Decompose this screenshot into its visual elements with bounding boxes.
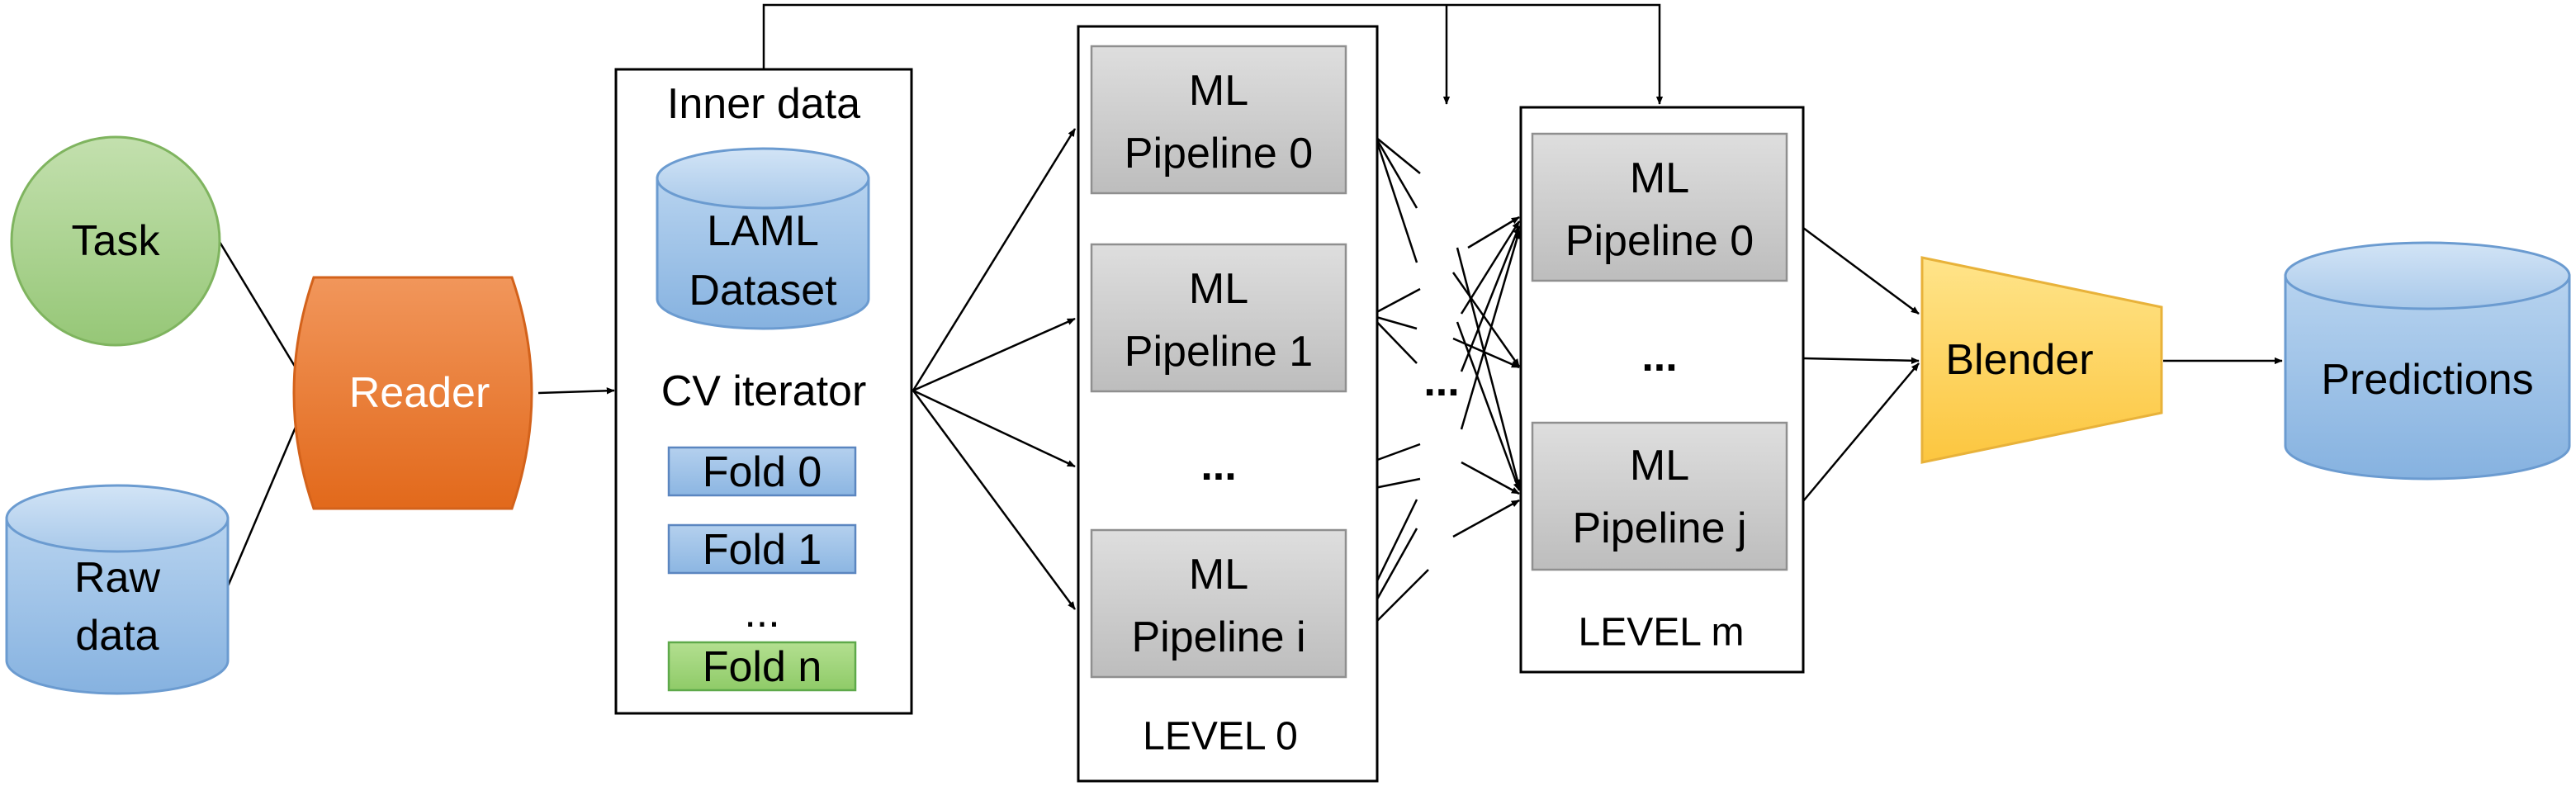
laml-dataset-line1: LAML <box>707 207 819 255</box>
reader-label: Reader <box>349 369 490 417</box>
fold-n-label: Fold n <box>703 643 822 691</box>
fold-0: Fold 0 <box>667 446 857 497</box>
connectors <box>218 3 2283 628</box>
level0-pipeline-1-line2: Pipeline 1 <box>1125 328 1313 376</box>
raw-data-label-line2: data <box>75 612 159 660</box>
predictions-cylinder: Predictions <box>2284 241 2571 481</box>
levelm-pipeline-j: ML Pipeline j <box>1531 421 1788 571</box>
level0-pipeline-i: ML Pipeline i <box>1090 528 1347 679</box>
fan-out-to-level0 <box>912 128 1077 610</box>
levelm-pipeline-0-line2: Pipeline 0 <box>1565 217 1754 265</box>
blender-label: Blender <box>1945 336 2093 384</box>
task-label: Task <box>72 217 161 265</box>
predictions-label: Predictions <box>2321 356 2533 404</box>
laml-dataset-cylinder: LAML Dataset <box>656 147 870 330</box>
arrow-reader-to-inner-data <box>537 387 615 395</box>
raw-data-cylinder: Raw data <box>5 484 230 695</box>
fold-1: Fold 1 <box>667 523 857 575</box>
cv-iterator-label: CV iterator <box>661 367 867 415</box>
levelm-ellipsis: ... <box>1641 333 1677 381</box>
level0-pipeline-0: ML Pipeline 0 <box>1090 45 1347 195</box>
fold-0-label: Fold 0 <box>703 448 822 496</box>
fold-1-label: Fold 1 <box>703 526 822 574</box>
level0-pipeline-1: ML Pipeline 1 <box>1090 243 1347 393</box>
level0-pipeline-1-line1: ML <box>1189 265 1248 313</box>
level0-pipeline-i-line1: ML <box>1189 551 1248 599</box>
fan-into-blender <box>1802 226 1920 502</box>
fold-n: Fold n <box>667 641 857 692</box>
middle-ellipsis: ... <box>1423 357 1459 405</box>
levelm-box: ML Pipeline 0 ... ML Pipeline j LEVEL m <box>1519 106 1805 674</box>
level0-pipeline-0-line1: ML <box>1189 67 1248 115</box>
levelm-label: LEVEL m <box>1579 611 1745 655</box>
inner-data-box: Inner data LAML Dataset CV iterator Fold… <box>614 68 913 715</box>
laml-dataset-line2: Dataset <box>689 267 837 315</box>
level0-label: LEVEL 0 <box>1143 715 1298 759</box>
fan-level0-right <box>1369 136 1429 628</box>
fan-into-levelm <box>1451 215 1521 538</box>
feedback-line <box>762 3 1664 105</box>
level0-ellipsis: ... <box>1200 442 1236 490</box>
level0-pipeline-0-line2: Pipeline 0 <box>1125 130 1313 178</box>
level0-box: ML Pipeline 0 ML Pipeline 1 ... ML Pipel… <box>1077 25 1379 783</box>
folds-ellipsis: ... <box>744 589 779 637</box>
levelm-pipeline-j-line1: ML <box>1630 442 1689 490</box>
blender-node: Blender <box>1920 256 2163 464</box>
levelm-pipeline-0-line1: ML <box>1630 154 1689 202</box>
levelm-pipeline-0: ML Pipeline 0 <box>1531 132 1788 282</box>
level0-pipeline-i-line2: Pipeline i <box>1131 613 1305 661</box>
levelm-pipeline-j-line2: Pipeline j <box>1572 504 1746 552</box>
inner-data-title: Inner data <box>667 80 860 128</box>
task-node: Task <box>10 135 221 347</box>
reader-node: Reader <box>292 276 533 510</box>
raw-data-label-line1: Raw <box>74 554 160 602</box>
